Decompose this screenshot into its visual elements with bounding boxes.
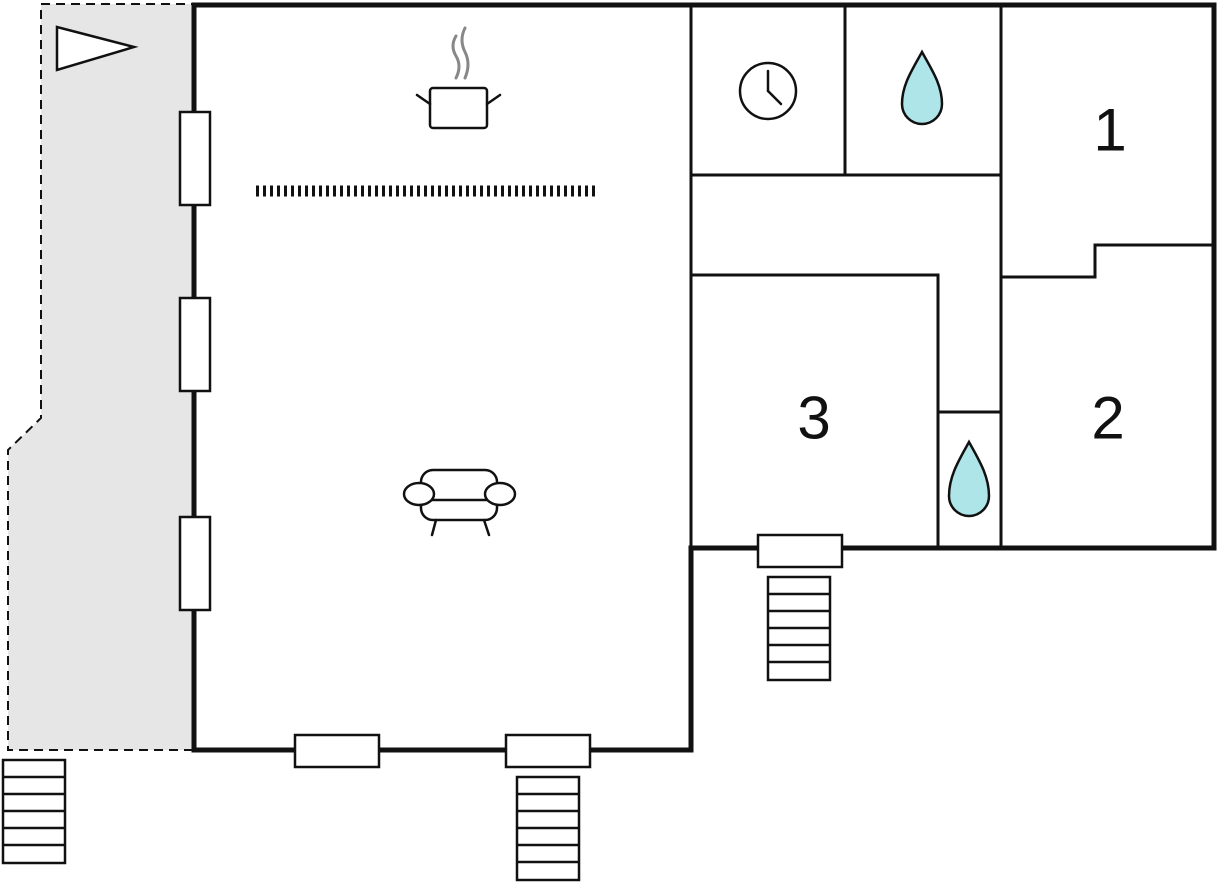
door-room-3 [756, 533, 844, 569]
outer-wall [191, 2, 1217, 753]
triangle-pointer-icon [55, 25, 139, 72]
stairs-room-3 [766, 575, 832, 682]
door-south-2 [504, 733, 592, 769]
window-west-1 [178, 110, 212, 207]
interior-walls [689, 3, 1216, 550]
water-drop-icon [947, 439, 991, 518]
stairs-terrace [1, 758, 67, 865]
armchair-icon [402, 468, 517, 537]
window-west-2 [178, 296, 212, 393]
room-3-label: 3 [797, 385, 830, 452]
window-south-1 [293, 733, 381, 769]
stairs-south [515, 775, 581, 882]
clock-icon [738, 61, 798, 121]
water-drop-icon [900, 49, 944, 126]
room-1-label: 1 [1093, 97, 1126, 164]
cooking-pot-icon [415, 26, 502, 130]
wall-openings [178, 110, 844, 769]
room-2-label: 2 [1091, 385, 1124, 452]
terrace-area [7, 3, 195, 751]
window-west-3 [178, 515, 212, 612]
